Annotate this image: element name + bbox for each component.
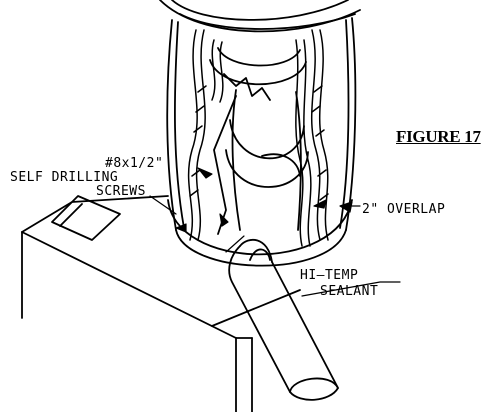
sealant-leader xyxy=(301,281,401,297)
outer-pipe xyxy=(166,17,357,267)
overlap-label: 2" OVERLAP xyxy=(362,202,446,217)
screw-size-label: #8x1/2" xyxy=(105,156,164,171)
sealant-label-line2: SEALANT xyxy=(320,284,379,299)
screw-markers xyxy=(175,167,353,233)
sealant-label-line1: HI—TEMP xyxy=(300,268,359,283)
upper-pipe xyxy=(159,0,361,33)
pipe-seams xyxy=(187,29,329,247)
inner-pipe xyxy=(209,47,309,235)
sealant-tube xyxy=(225,235,339,401)
appliance-box xyxy=(21,195,301,413)
figure-title: FIGURE 17 xyxy=(396,127,481,146)
self-drilling-label: SELF DRILLING xyxy=(10,170,119,185)
screws-label: SCREWS xyxy=(96,184,146,199)
screw-leader xyxy=(149,195,177,215)
